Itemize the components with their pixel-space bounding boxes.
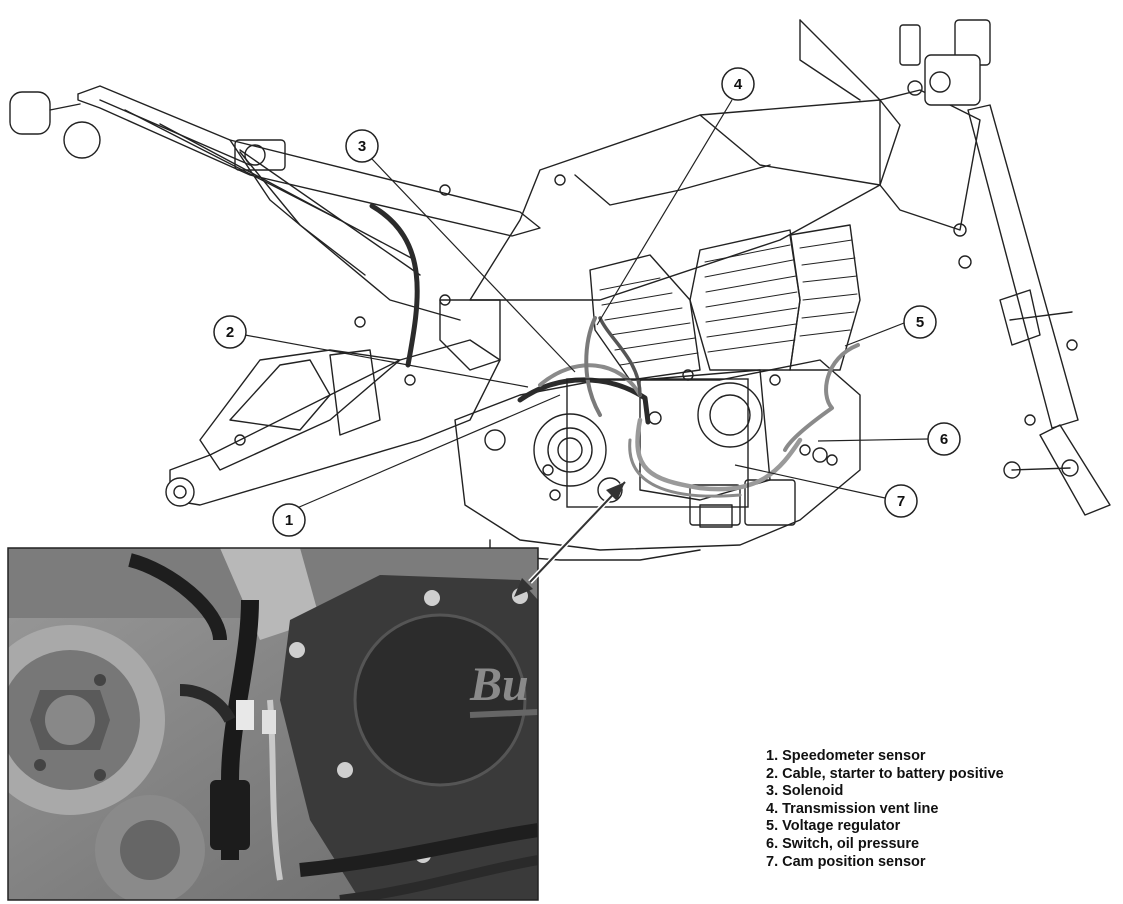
callout-6-number: 6: [940, 431, 948, 448]
legend-item: 6. Switch, oil pressure: [766, 835, 920, 852]
callout-3-number: 3: [358, 138, 366, 155]
callout-5: 5: [903, 305, 937, 339]
swingarm: [165, 294, 501, 507]
cables: [369, 203, 860, 498]
callout-5-number: 5: [916, 314, 924, 331]
callout-2: 2: [213, 315, 247, 349]
crankcase: [454, 359, 861, 561]
rear-subframe: [77, 85, 541, 321]
motorcycle-frame-drawing: [9, 19, 1111, 561]
leader-6: [817, 438, 929, 442]
callout-4-number: 4: [734, 76, 743, 93]
callout-4: 4: [721, 67, 755, 101]
cable-upper-harness: [369, 203, 420, 368]
callout-markers: 1 2 3 4 5 6 7: [213, 67, 961, 537]
callout-1-number: 1: [285, 512, 293, 529]
photo-pulley: [8, 625, 165, 815]
photo-connector: [236, 700, 254, 730]
photo-logo-text: Bu: [469, 658, 529, 711]
cable-cam-sensor: [635, 417, 803, 492]
legend-item: 1. Speedometer sensor: [766, 748, 926, 764]
front-forks: [899, 19, 1111, 516]
callout-7: 7: [884, 484, 918, 518]
leader-7: [734, 464, 886, 499]
callout-2-number: 2: [226, 324, 234, 341]
callout-6: 6: [927, 422, 961, 456]
callout-1: 1: [272, 503, 306, 537]
cable-regulator: [783, 343, 860, 452]
leader-2: [244, 334, 529, 388]
callout-3: 3: [345, 129, 379, 163]
leader-1: [296, 394, 561, 509]
leader-4: [596, 99, 733, 326]
engine-cylinders: [589, 224, 861, 381]
inset-frame: [566, 378, 749, 508]
zoom-arrow: [514, 480, 627, 597]
legend-item: 7. Cam position sensor: [766, 853, 926, 870]
legend-item: 3. Solenoid: [766, 783, 844, 800]
callout-leaders: [244, 99, 929, 509]
legend-item: 2. Cable, starter to battery positive: [766, 765, 1004, 782]
callout-7-number: 7: [897, 493, 905, 510]
legend-item: 4. Transmission vent line: [766, 800, 939, 817]
cable-cam-sensor-outer: [628, 438, 742, 498]
leader-5: [844, 322, 905, 347]
legend-item: 5. Voltage regulator: [766, 818, 901, 835]
cable-vent-line: [584, 316, 602, 417]
parts-legend: 1. Speedometer sensor 2. Cable, starter …: [766, 748, 1004, 871]
main-frame: [439, 19, 981, 301]
tail-light: [9, 91, 101, 159]
cable-vent-top: [598, 316, 642, 397]
cable-solenoid: [538, 363, 642, 397]
photo-inset: Bu: [7, 547, 539, 901]
leader-3: [371, 158, 576, 373]
